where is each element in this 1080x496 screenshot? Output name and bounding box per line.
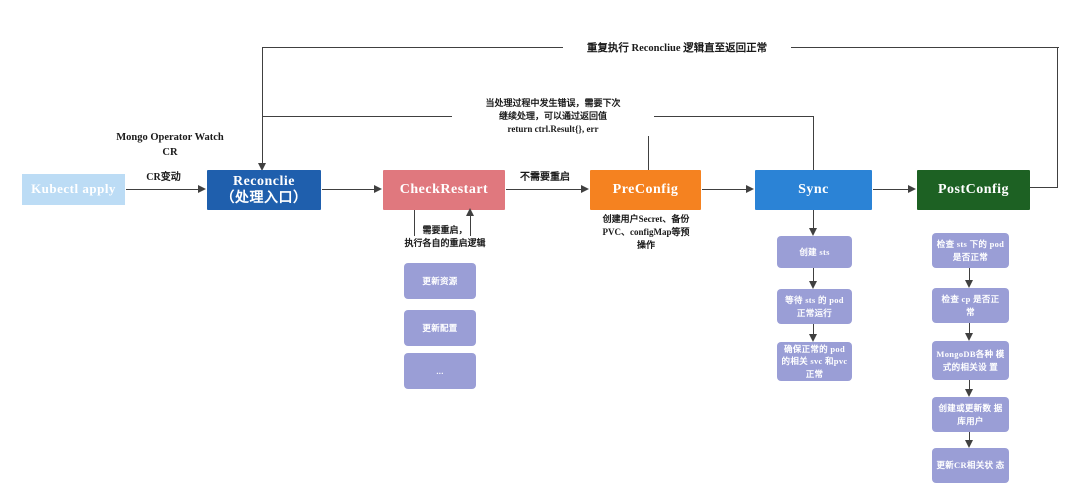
- loop-top-left-vertical: [262, 47, 264, 164]
- subbox-postconfig-2[interactable]: MongoDB各种 模式的相关设 置: [932, 341, 1009, 380]
- label-preconfig-note: 创建用户Secret、备份 PVC、configMap等预 操作: [602, 214, 690, 251]
- postconfig-subflow-connector-2: [969, 380, 971, 392]
- checkrestart-branch-up-arrowhead: [466, 208, 474, 216]
- subbox-postconfig-1[interactable]: 检查 cp 是否正 常: [932, 288, 1009, 323]
- edge-preconfig-to-sync-arrowhead: [746, 185, 754, 193]
- subbox-sync-0-label: 创建 sts: [799, 246, 830, 257]
- sync-subflow-arrow-1: [809, 281, 817, 289]
- edge-label-no-restart: 不需要重启: [520, 172, 570, 183]
- subbox-postconfig-3[interactable]: 创建或更新数 据库用户: [932, 397, 1009, 432]
- sync-subflow-arrow-2: [809, 334, 817, 342]
- node-reconclie-label-secondary: （处理入口）: [220, 191, 308, 206]
- node-kubectl-apply-label: Kubectl apply: [31, 181, 116, 197]
- node-postconfig-label: PostConfig: [937, 182, 1010, 198]
- sync-subflow-connector-0: [813, 210, 815, 231]
- subbox-checkrestart-1-label: 更新配置: [422, 322, 458, 333]
- error-loop-sync-vertical: [813, 117, 815, 172]
- sync-subflow-connector-2: [813, 324, 815, 337]
- node-preconfig[interactable]: PreConfig: [590, 170, 701, 210]
- node-postconfig[interactable]: PostConfig: [917, 170, 1030, 210]
- postconfig-subflow-connector-1: [969, 323, 971, 336]
- label-loop-top: 重复执行 Reconcliue 逻辑直至返回正常: [563, 41, 791, 57]
- edge-sync-to-postconfig: [873, 189, 909, 191]
- edge-kubectl-to-reconclie: [126, 189, 199, 191]
- label-error-retry: 当处理过程中发生错误，需要下次 继续处理，可以通过返回值 return ctrl…: [452, 97, 654, 137]
- subbox-sync-2[interactable]: 确保正常的 pod的相关 svc 和pvc正常: [777, 342, 852, 381]
- node-checkrestart-label: CheckRestart: [399, 182, 489, 198]
- subbox-postconfig-1-label: 检查 cp 是否正 常: [941, 294, 1000, 317]
- edge-checkrestart-to-preconfig-arrowhead: [581, 185, 589, 193]
- edge-label-watch-cr: Mongo Operator Watch CR: [116, 132, 224, 159]
- loop-top-arrowhead: [258, 163, 266, 171]
- edge-reconclie-to-checkrestart: [322, 189, 375, 191]
- checkrestart-branch-down: [414, 210, 416, 236]
- postconfig-subflow-arrow-1: [965, 333, 973, 341]
- subbox-postconfig-0-label: 检查 sts 下的 pod是否正常: [936, 239, 1005, 262]
- edge-label-cr-change: CR变动: [146, 172, 181, 183]
- edge-kubectl-to-reconclie-arrowhead: [198, 185, 206, 193]
- node-sync-label: Sync: [798, 182, 829, 198]
- postconfig-subflow-connector-3: [969, 432, 971, 443]
- subbox-postconfig-0[interactable]: 检查 sts 下的 pod是否正常: [932, 233, 1009, 268]
- subbox-sync-1[interactable]: 等待 sts 的 pod 正常运行: [777, 289, 852, 324]
- subbox-sync-2-label: 确保正常的 pod的相关 svc 和pvc正常: [781, 344, 848, 379]
- edge-reconclie-to-checkrestart-arrowhead: [374, 185, 382, 193]
- loop-top-postconfig-stub: [1030, 187, 1058, 189]
- subbox-checkrestart-0-label: 更新资源: [422, 275, 458, 286]
- sync-subflow-arrow-0: [809, 228, 817, 236]
- subbox-postconfig-4-label: 更新CR相关状 态: [936, 460, 1005, 471]
- subbox-postconfig-2-label: MongoDB各种 模式的相关设 置: [936, 349, 1005, 372]
- subbox-checkrestart-2[interactable]: ...: [404, 353, 476, 389]
- postconfig-subflow-arrow-2: [965, 389, 973, 397]
- subbox-postconfig-4[interactable]: 更新CR相关状 态: [932, 448, 1009, 483]
- subbox-sync-1-label: 等待 sts 的 pod 正常运行: [785, 295, 844, 318]
- loop-top-right-vertical: [1057, 48, 1059, 188]
- error-loop-preconfig-vertical: [648, 117, 650, 172]
- subbox-checkrestart-0[interactable]: 更新资源: [404, 263, 476, 299]
- subbox-sync-0[interactable]: 创建 sts: [777, 236, 852, 268]
- subbox-postconfig-3-label: 创建或更新数 据库用户: [938, 403, 1003, 426]
- node-checkrestart[interactable]: CheckRestart: [383, 170, 505, 210]
- checkrestart-branch-up: [470, 216, 472, 236]
- label-restart-needed: 需要重启， 执行各自的重启逻辑: [404, 225, 486, 249]
- subbox-checkrestart-2-label: ...: [436, 365, 444, 376]
- edge-checkrestart-to-preconfig: [506, 189, 582, 191]
- node-preconfig-label: PreConfig: [612, 182, 679, 198]
- node-sync[interactable]: Sync: [755, 170, 872, 210]
- node-reconclie-label-primary: Reconclie: [232, 173, 296, 189]
- sync-subflow-connector-1: [813, 268, 815, 284]
- postconfig-subflow-arrow-0: [965, 280, 973, 288]
- node-kubectl-apply[interactable]: Kubectl apply: [22, 174, 125, 205]
- edge-preconfig-to-sync: [702, 189, 747, 191]
- postconfig-subflow-connector-0: [969, 268, 971, 283]
- node-reconclie[interactable]: Reconclie （处理入口）: [207, 170, 321, 210]
- edge-sync-to-postconfig-arrowhead: [908, 185, 916, 193]
- subbox-checkrestart-1[interactable]: 更新配置: [404, 310, 476, 346]
- postconfig-subflow-arrow-3: [965, 440, 973, 448]
